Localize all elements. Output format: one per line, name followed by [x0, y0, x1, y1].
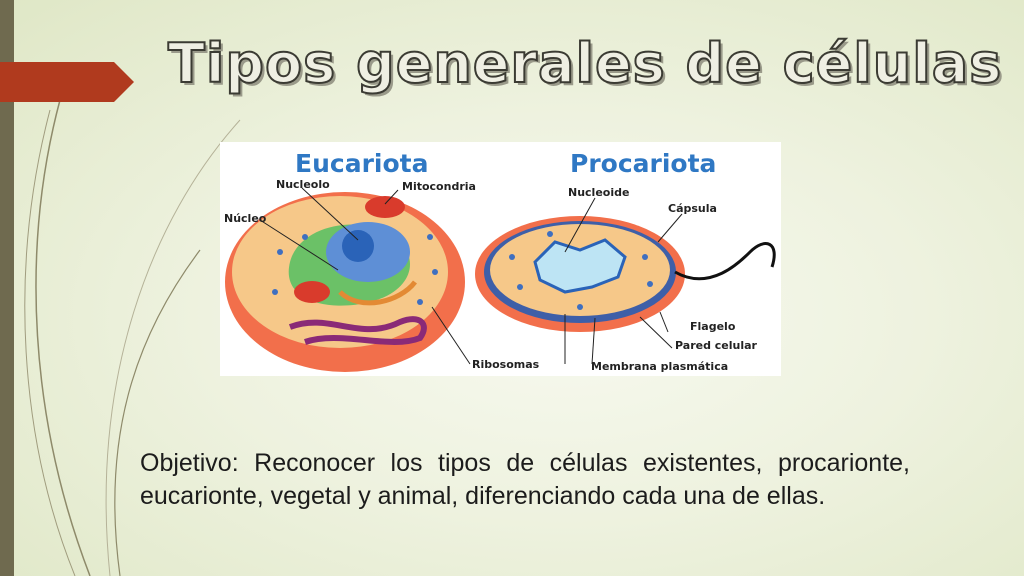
eukaryote-cell-drawing: [225, 187, 471, 372]
title-arrow-marker: [0, 62, 134, 102]
cell-types-diagram: Eucariota Nucleolo Mitocondria Núcleo Ri…: [220, 142, 781, 376]
eukaryote-title: Eucariota: [295, 149, 428, 178]
prokaryote-cell-drawing: [475, 197, 776, 365]
slide-title: Tipos generales de células: [167, 31, 1003, 96]
objective-text: Objetivo: Reconocer los tipos de células…: [140, 449, 910, 510]
label-ribosomas: Ribosomas: [472, 358, 540, 371]
label-mitocondria: Mitocondria: [402, 180, 476, 193]
cell-diagram-illustration: Eucariota Nucleolo Mitocondria Núcleo Ri…: [224, 149, 776, 373]
left-accent-bar: [0, 0, 14, 576]
label-flagelo: Flagelo: [690, 320, 736, 333]
label-nucleo: Núcleo: [224, 212, 267, 225]
prokaryote-title: Procariota: [570, 149, 716, 178]
label-pared-celular: Pared celular: [675, 339, 758, 352]
label-capsula: Cápsula: [668, 202, 717, 215]
label-nucleolo: Nucleolo: [276, 178, 330, 191]
decorative-curves: [24, 99, 241, 576]
label-nucleoide: Nucleoide: [568, 186, 629, 199]
label-membrana-plasmatica: Membrana plasmática: [591, 360, 728, 373]
